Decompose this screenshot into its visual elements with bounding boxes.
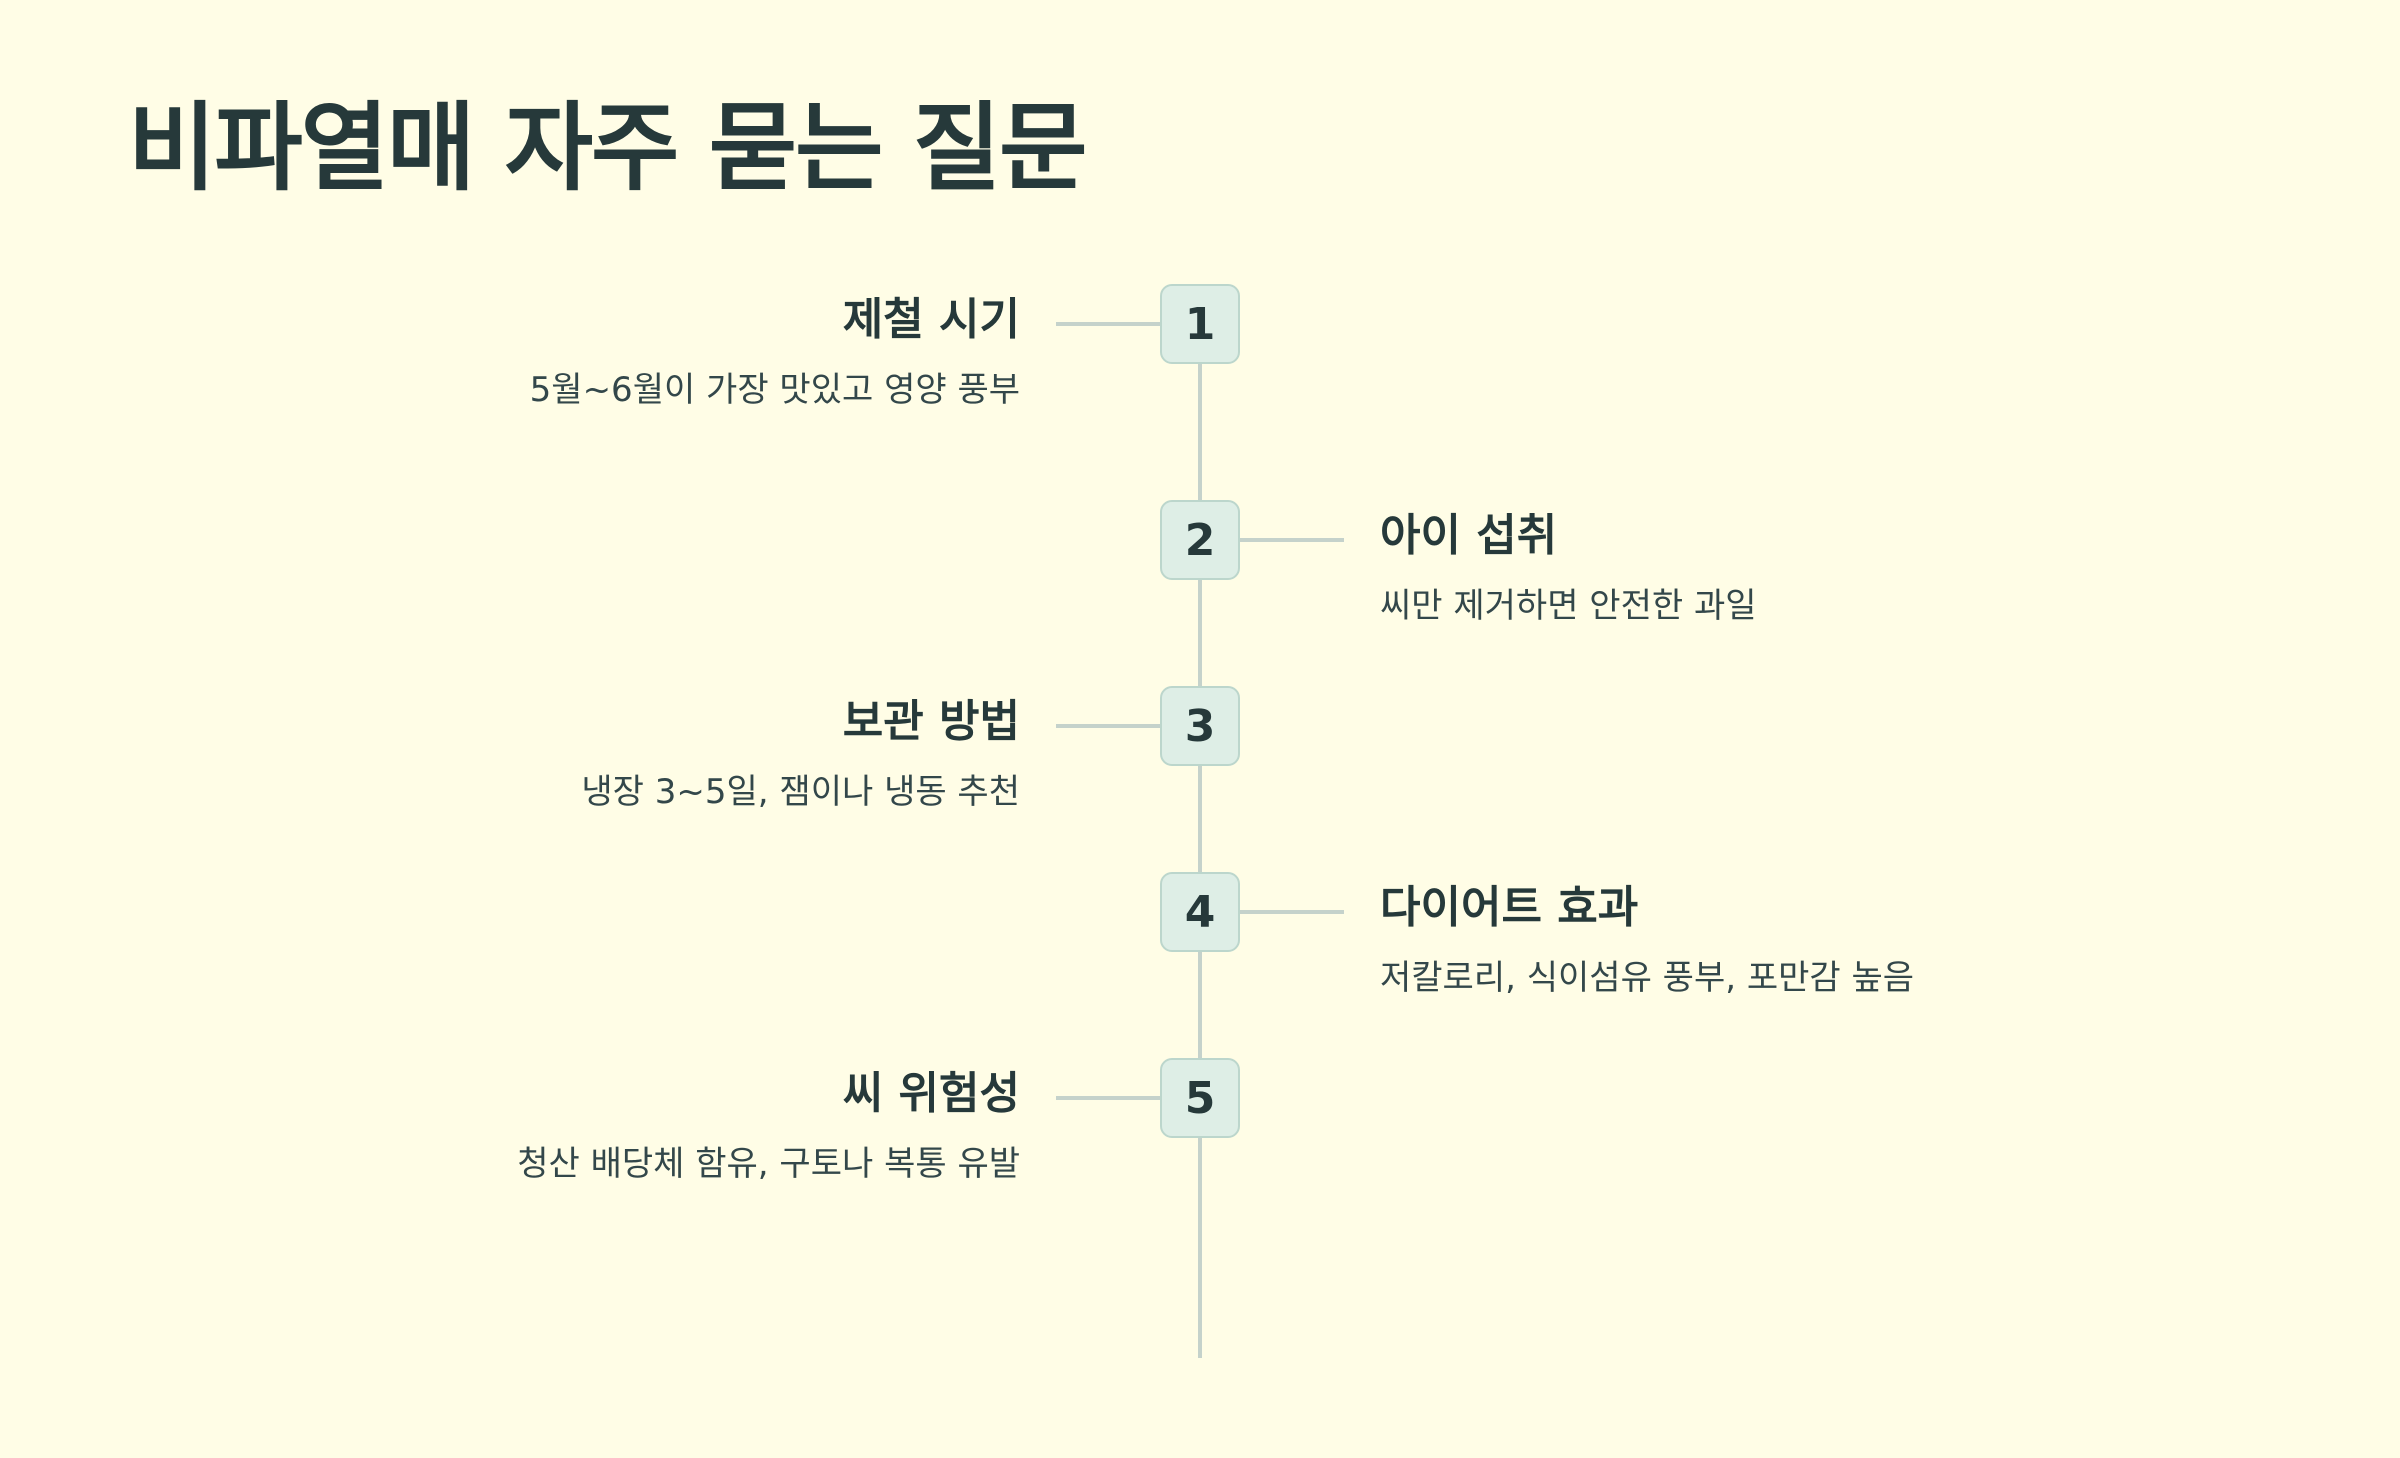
faq-item-title: 아이 섭취 (1380, 510, 1558, 561)
step-badge-3: 3 (1160, 686, 1240, 766)
connector-3 (1056, 724, 1160, 728)
connector-2 (1240, 538, 1344, 542)
faq-item-description: 저칼로리, 식이섬유 풍부, 포만감 높음 (1380, 958, 1915, 998)
faq-item-3: 보관 방법 냉장 3~5일, 잼이나 냉동 추천 (460, 694, 1020, 814)
faq-item-1: 제철 시기 5월~6월이 가장 맛있고 영양 풍부 (460, 292, 1020, 412)
page-title: 비파열매 자주 묻는 질문 (128, 92, 1087, 204)
faq-item-description: 5월~6월이 가장 맛있고 영양 풍부 (529, 370, 1020, 410)
connector-1 (1056, 322, 1160, 326)
step-badge-5: 5 (1160, 1058, 1240, 1138)
faq-item-2: 아이 섭취 씨만 제거하면 안전한 과일 (1380, 508, 2000, 628)
faq-item-title: 제철 시기 (842, 294, 1020, 345)
step-badge-4: 4 (1160, 872, 1240, 952)
step-badge-2: 2 (1160, 500, 1240, 580)
step-badge-1: 1 (1160, 284, 1240, 364)
connector-4 (1240, 910, 1344, 914)
faq-item-title: 다이어트 효과 (1380, 882, 1639, 933)
faq-item-description: 냉장 3~5일, 잼이나 냉동 추천 (581, 772, 1020, 812)
faq-item-5: 씨 위험성 청산 배당체 함유, 구토나 복통 유발 (460, 1066, 1020, 1186)
timeline-spine (1198, 320, 1202, 1358)
faq-item-4: 다이어트 효과 저칼로리, 식이섬유 풍부, 포만감 높음 (1380, 880, 2000, 1000)
faq-item-description: 씨만 제거하면 안전한 과일 (1380, 586, 1757, 626)
connector-5 (1056, 1096, 1160, 1100)
faq-item-description: 청산 배당체 함유, 구토나 복통 유발 (517, 1144, 1020, 1184)
faq-item-title: 보관 방법 (842, 696, 1020, 747)
faq-item-title: 씨 위험성 (842, 1068, 1020, 1119)
